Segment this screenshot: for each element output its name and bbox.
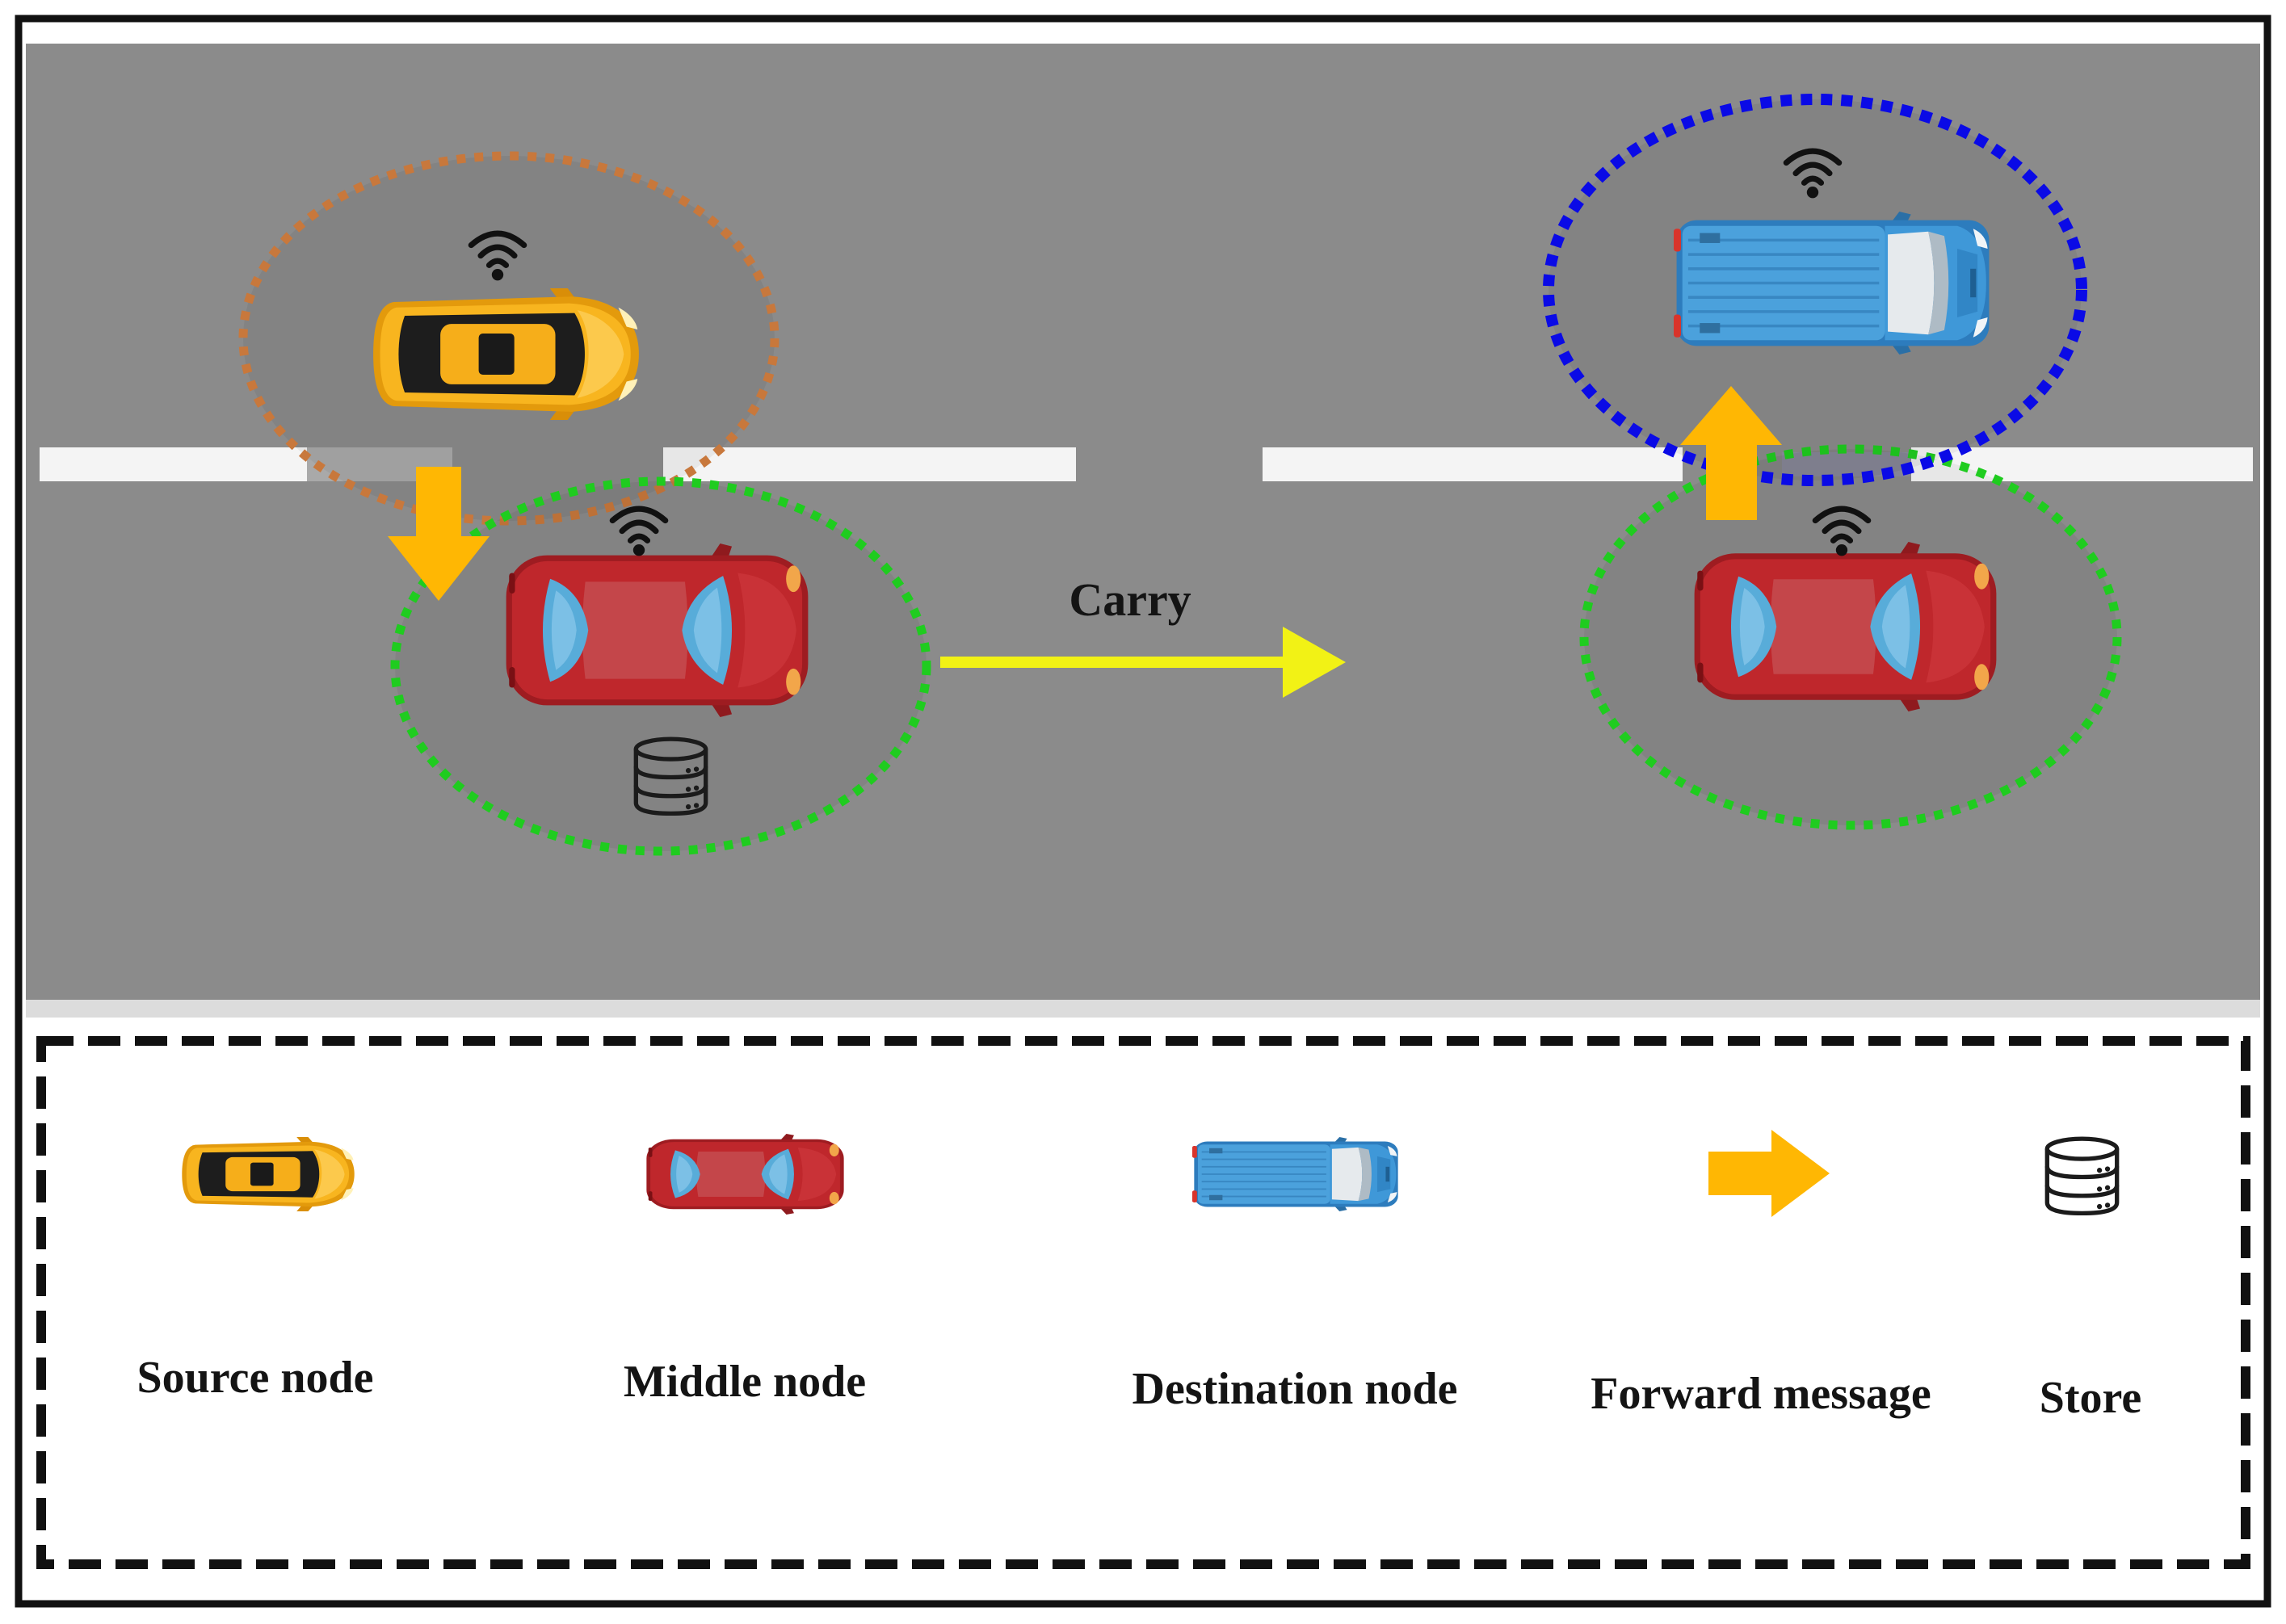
carry-arrow-icon: [940, 627, 1346, 698]
legend-label: Forward message: [1591, 1369, 1931, 1419]
orange-arrow-right-icon: [1708, 1130, 1830, 1217]
legend-label: Destination node: [1132, 1364, 1458, 1414]
forward-arrow-up-icon: [1680, 386, 1782, 520]
road-scene: Carry: [26, 44, 2260, 1018]
red-car-icon: [506, 543, 809, 717]
blue-van-icon: [1674, 212, 1991, 355]
carry-label: Carry: [1069, 573, 1191, 626]
yellow-car-icon: [373, 288, 639, 420]
legend-label: Middle node: [624, 1357, 866, 1407]
forward-arrow-down-icon: [388, 467, 490, 601]
lane-mark: [40, 447, 307, 481]
legend-item-source: Source node: [137, 1137, 374, 1403]
road-surface: [26, 44, 2260, 1001]
legend-item-destination: Destination node: [1132, 1137, 1458, 1414]
lane-mark: [663, 447, 1076, 481]
legend-box: [36, 1036, 2250, 1569]
red-car-icon: [1694, 542, 1997, 711]
legend-item-middle: Middle node: [624, 1134, 866, 1407]
legend-item-store: Store: [2040, 1139, 2142, 1423]
legend-label: Store: [2040, 1373, 2142, 1423]
legend-item-forward: Forward message: [1591, 1130, 1931, 1419]
red-car-icon: [646, 1134, 844, 1215]
legend: Source node Middle node Destination node…: [36, 1036, 2250, 1569]
blue-van-icon: [1192, 1137, 1399, 1211]
lane-mark: [1263, 447, 1683, 481]
legend-label: Source node: [137, 1353, 374, 1403]
yellow-car-icon: [182, 1137, 355, 1211]
road-edge-line: [26, 1000, 2260, 1018]
